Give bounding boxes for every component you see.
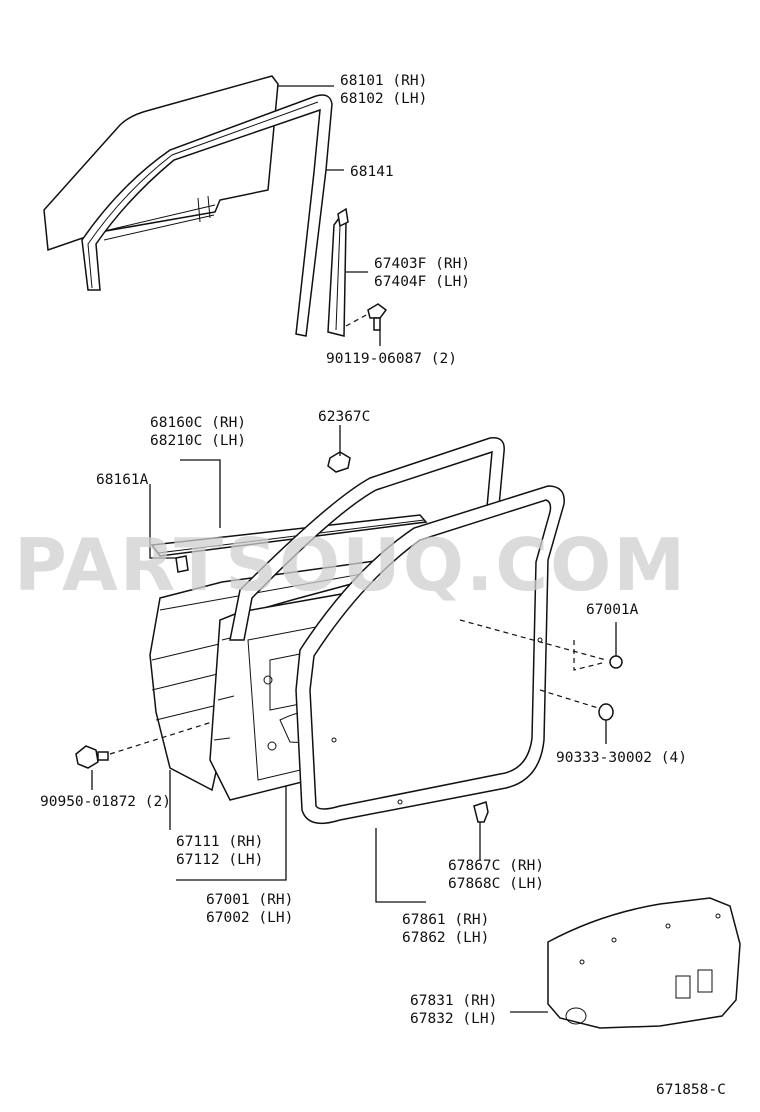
label-67001a: 67001A: [586, 602, 639, 618]
glass-run-channel: [81, 94, 333, 337]
diagram-code: 671858-C: [656, 1082, 726, 1098]
label-67001: 67001 (RH): [206, 892, 293, 908]
label-68141: 68141: [350, 164, 394, 180]
weatherstrip-clip-67867c: [473, 801, 489, 823]
label-67002: 67002 (LH): [206, 910, 293, 926]
label-90950: 90950-01872 (2): [40, 794, 171, 810]
label-67112: 67112 (LH): [176, 852, 263, 868]
label-67862: 67862 (LH): [402, 930, 489, 946]
rear-lower-sash: [327, 207, 349, 337]
label-67861: 67861 (RH): [402, 912, 489, 928]
label-68160c: 68160C (RH): [150, 415, 246, 431]
label-90119: 90119-06087 (2): [326, 351, 457, 367]
label-67868c: 67868C (LH): [448, 876, 544, 892]
label-68210c: 68210C (LH): [150, 433, 246, 449]
label-68161a: 68161A: [96, 472, 149, 488]
label-67111: 67111 (RH): [176, 834, 263, 850]
watermark-text: PARTSOUQ.COM: [14, 523, 687, 607]
clip-62367c: [327, 451, 351, 473]
door-frame: [229, 437, 505, 641]
label-67867c: 67867C (RH): [448, 858, 544, 874]
label-67404f: 67404F (LH): [374, 274, 470, 290]
hole-plug-90333: [539, 689, 614, 721]
plug-67001a: [459, 619, 623, 671]
service-hole-cover: [547, 897, 741, 1029]
door-weatherstrip: [295, 485, 565, 825]
label-62367c: 62367C: [318, 409, 370, 425]
label-67403f: 67403F (RH): [374, 256, 470, 272]
label-68102: 68102 (LH): [340, 91, 427, 107]
label-68101: 68101 (RH): [340, 73, 427, 89]
label-90333: 90333-30002 (4): [556, 750, 687, 766]
label-67832: 67832 (LH): [410, 1011, 497, 1027]
belt-weatherstrip: [150, 514, 428, 573]
sash-bolt: [345, 303, 388, 331]
label-67831: 67831 (RH): [410, 993, 497, 1009]
leader-lines: [91, 85, 617, 1013]
door-clip-90950: [75, 721, 213, 769]
